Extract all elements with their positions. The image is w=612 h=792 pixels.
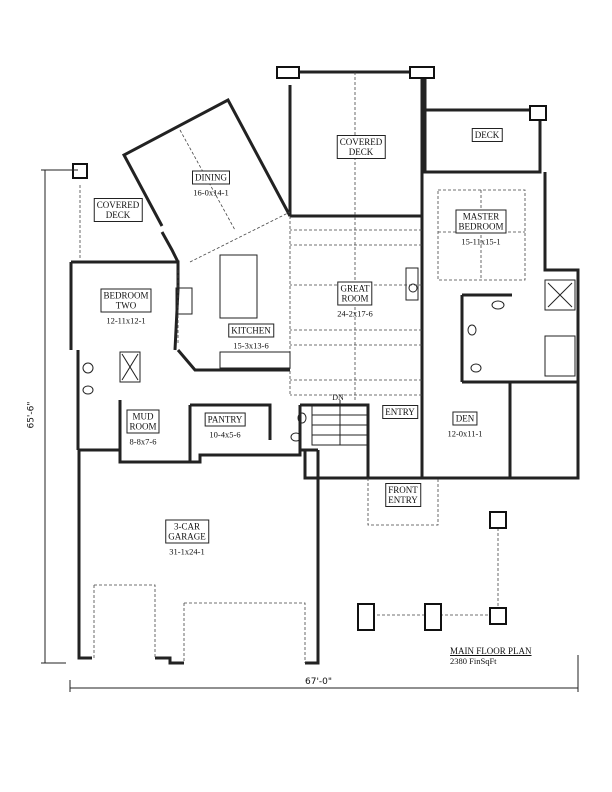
depth-dimension: 65'-6"	[26, 401, 37, 429]
room-size: 15-3x13-6	[233, 340, 269, 351]
plan-title-block: MAIN FLOOR PLAN 2380 FinSqFt	[450, 646, 532, 666]
dimension-lines	[41, 169, 579, 692]
room-size: 8-8x7-6	[129, 436, 157, 447]
room-size: 10-4x5-6	[209, 429, 241, 440]
room-size: 12-0x11-1	[447, 428, 483, 439]
room-label-kitchen: KITCHEN 15-3x13-6	[228, 323, 274, 351]
room-size: 16-0x14-1	[193, 187, 229, 198]
room-name: DEN	[452, 411, 478, 426]
room-label-den: DEN 12-0x11-1	[447, 411, 483, 439]
room-name: KITCHEN	[228, 323, 274, 338]
plan-title: MAIN FLOOR PLAN	[450, 646, 532, 656]
room-size: 31-1x24-1	[169, 546, 205, 557]
fixtures	[82, 254, 576, 446]
room-size: 12-11x12-1	[106, 315, 146, 326]
room-label-deck: DECK	[471, 128, 503, 142]
room-size: 15-11x15-1	[461, 236, 501, 247]
room-name: ENTRY	[382, 405, 418, 419]
room-name: PANTRY	[204, 412, 246, 427]
exterior-walls	[69, 70, 580, 665]
room-label-pantry: PANTRY 10-4x5-6	[204, 412, 246, 440]
posts	[72, 66, 547, 631]
plan-area: 2380 FinSqFt	[450, 656, 497, 666]
room-name: DINING	[192, 170, 230, 185]
width-dimension: 67'-0"	[305, 677, 333, 687]
stair-label: DN	[332, 393, 344, 402]
room-label-dining: DINING 16-0x14-1	[192, 170, 230, 198]
room-name: DECK	[471, 128, 503, 142]
room-size: 24-2x17-6	[337, 308, 373, 319]
room-label-entry: ENTRY	[382, 405, 418, 419]
ceiling-lines	[79, 72, 526, 663]
